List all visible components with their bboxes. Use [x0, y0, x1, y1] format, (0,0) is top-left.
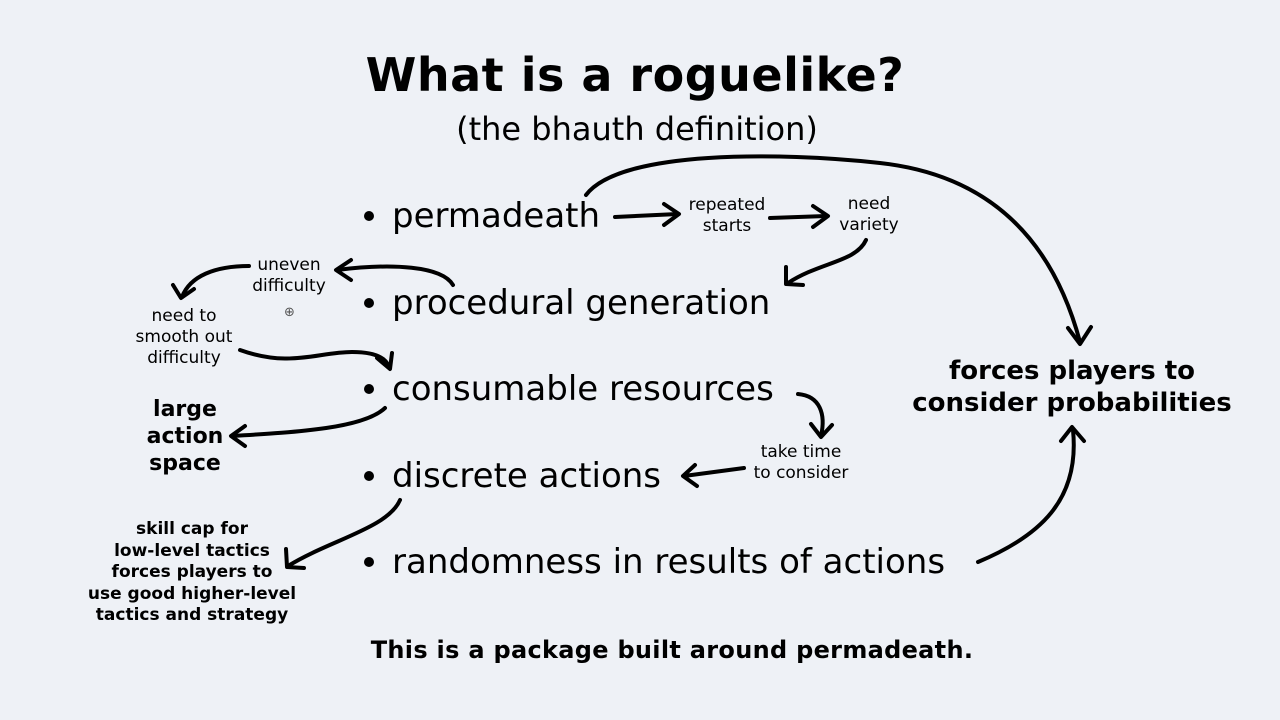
arrow-uneven-to-smooth	[171, 264, 251, 300]
bullet-procedural-generation: procedural generation	[364, 283, 770, 323]
arrow-consumable-to-take-time	[796, 392, 834, 439]
arrow-repeated-starts-to-need-variety	[768, 204, 830, 229]
arrow-need-variety-to-procedural	[784, 238, 868, 287]
bullet-randomness: randomness in results of actions	[364, 542, 945, 582]
note-line: low-level tactics	[114, 540, 270, 561]
note-line: tactics and strategy	[95, 605, 289, 625]
note-line: large	[153, 397, 217, 422]
arrow-procedural-to-uneven-difficulty	[334, 258, 455, 287]
conclusion-line: forces players to	[948, 356, 1196, 386]
note-large-action-space: large action space	[130, 396, 240, 477]
page-title: What is a roguelike?	[365, 48, 905, 102]
arrow-discrete-to-skill-cap	[284, 498, 402, 570]
bullet-dot	[364, 384, 374, 394]
note-line: need	[847, 194, 891, 214]
bullet-consumable-resources: consumable resources	[364, 369, 774, 409]
note-line: smooth out	[135, 327, 233, 347]
note-skill-cap: skill cap for low-level tactics forces p…	[72, 519, 312, 627]
note-line: use good higher-level	[87, 583, 297, 604]
note-line: uneven	[257, 255, 321, 275]
note-line: repeated	[688, 195, 766, 215]
bullet-label: permadeath	[392, 196, 601, 236]
footer-statement: This is a package built around permadeat…	[370, 636, 974, 664]
arrow-take-time-to-discrete	[681, 463, 746, 488]
note-line: difficulty	[147, 348, 221, 368]
bullet-dot	[364, 557, 374, 567]
bullet-label: discrete actions	[392, 456, 662, 496]
note-line: variety	[839, 215, 899, 235]
note-line: need to	[151, 306, 217, 326]
bullet-dot	[364, 211, 374, 221]
note-line: forces players to	[111, 562, 273, 582]
arrow-permadeath-to-repeated-starts	[613, 202, 681, 227]
bullet-label: procedural generation	[392, 283, 771, 323]
note-repeated-starts: repeated starts	[677, 195, 777, 237]
bullet-permadeath: permadeath	[364, 196, 600, 236]
note-line: action	[146, 424, 224, 449]
bullet-dot	[364, 471, 374, 481]
arrow-smooth-to-consumable	[238, 348, 394, 371]
note-line: to consider	[753, 463, 849, 483]
bullet-label: randomness in results of actions	[392, 542, 946, 582]
arrow-permadeath-to-conclusion	[584, 154, 1093, 346]
note-line: skill cap for	[136, 519, 248, 539]
conclusion-line: consider probabilities	[912, 388, 1232, 418]
note-line: take time	[760, 442, 842, 462]
note-smooth-difficulty: need to smooth out difficulty	[126, 306, 242, 369]
crosshair-cursor-icon: ⊕	[284, 305, 295, 320]
note-take-time: take time to consider	[746, 442, 856, 484]
note-line: difficulty	[252, 276, 326, 296]
arrow-randomness-to-conclusion	[976, 425, 1086, 564]
conclusion-probabilities: forces players to consider probabilities	[900, 355, 1244, 419]
note-uneven-difficulty: uneven difficulty	[244, 255, 334, 297]
page-subtitle: (the bhauth definition)	[456, 110, 818, 148]
arrow-consumable-to-large-action-space	[229, 406, 387, 448]
bullet-discrete-actions: discrete actions	[364, 456, 661, 496]
note-need-variety: need variety	[829, 194, 909, 236]
bullet-dot	[364, 298, 374, 308]
note-line: starts	[702, 216, 752, 236]
note-line: space	[149, 451, 221, 476]
bullet-label: consumable resources	[392, 369, 774, 409]
